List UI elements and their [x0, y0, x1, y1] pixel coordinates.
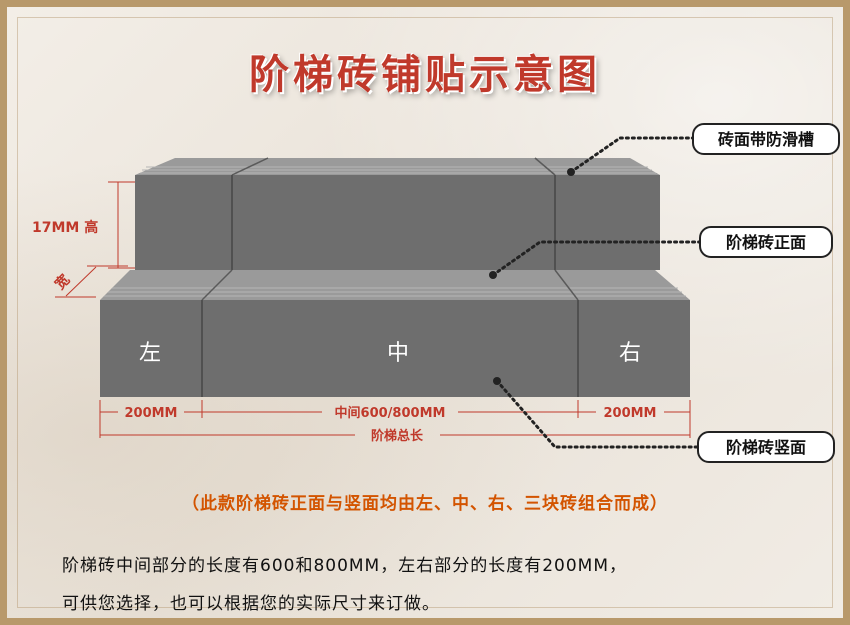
callout-dot-groove — [567, 168, 575, 176]
upper-step — [135, 157, 660, 270]
label-left: 左 — [139, 341, 161, 366]
description-line-2: 可供您选择，也可以根据您的实际尺寸来订做。 — [62, 594, 440, 614]
lower-step: 左 中 右 — [100, 269, 690, 397]
upper-front-face — [135, 175, 660, 270]
callout-dot-front — [489, 271, 497, 279]
callout-groove-text: 砖面带防滑槽 — [718, 130, 814, 149]
callout-lines — [491, 136, 702, 449]
description-line-1: 阶梯砖中间部分的长度有600和800MM，左右部分的长度有200MM， — [62, 556, 628, 576]
height-dimension — [108, 181, 135, 269]
dim-left-label: 200MM — [124, 406, 177, 421]
page-title: 阶梯砖铺贴示意图 — [249, 52, 601, 98]
total-length-label: 阶梯总长 — [371, 428, 424, 444]
width-dimension — [55, 265, 128, 298]
callout-dot-riser — [493, 377, 501, 385]
dim-middle-label: 中间600/800MM — [335, 405, 446, 421]
composition-note: （此款阶梯砖正面与竖面均由左、中、右、三块砖组合而成） — [182, 494, 668, 514]
height-label: 17MM 高 — [32, 219, 98, 236]
callout-riser: 阶梯砖竖面 — [697, 431, 835, 463]
callout-groove: 砖面带防滑槽 — [692, 123, 840, 155]
lower-front-face — [100, 300, 690, 397]
callout-front-text: 阶梯砖正面 — [726, 233, 806, 252]
callout-riser-text: 阶梯砖竖面 — [726, 438, 806, 457]
dim-right-label: 200MM — [603, 406, 656, 421]
label-right: 右 — [619, 341, 641, 366]
bottom-dimensions — [99, 400, 691, 438]
width-label: 宽 — [51, 271, 73, 293]
label-middle: 中 — [387, 341, 409, 366]
callout-front: 阶梯砖正面 — [699, 226, 833, 258]
